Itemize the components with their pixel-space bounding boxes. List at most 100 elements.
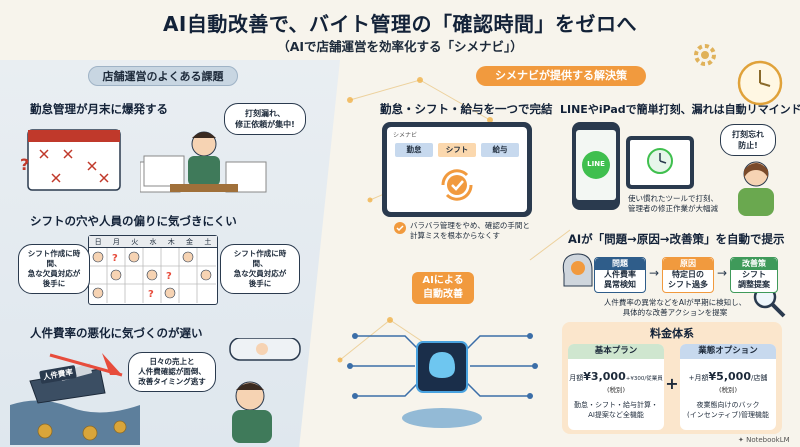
caption-text: 計算ミスを根本からなくす	[410, 231, 500, 240]
solution3-heading: AIが「問題→原因→改善策」を自動で提示	[568, 232, 785, 246]
solution1-caption: バラバラ管理をやめ、確認の手間と 計算ミスを根本からなくす	[410, 221, 530, 241]
svg-text:?: ?	[112, 253, 118, 264]
ai-head-icon	[562, 253, 593, 287]
step-line: 特定日の	[672, 270, 704, 279]
solution2-heading: LINEやiPadで簡単打刻、漏れは自動リマインド	[560, 103, 800, 116]
svg-text:?: ?	[166, 271, 172, 282]
step-line: 異常検知	[604, 280, 636, 289]
desc-text: 勤怠・シフト・給与計算・	[574, 401, 658, 409]
basic-price-main: ¥3,000	[583, 370, 626, 383]
watermark: ✦ NotebookLM	[738, 436, 790, 444]
problem2-right-bubble: シフト作成に時間、 急な欠員対応が 後手に	[220, 244, 300, 294]
step-cause: 原因 特定日の シフト過多	[662, 257, 714, 293]
arrow-icon: →	[649, 266, 660, 280]
svg-text:?: ?	[20, 155, 29, 174]
calendar-day: 日	[94, 238, 102, 246]
option-plan-card: 業態オプション +月額¥5,000/店舗 (税別) 夜業態向けのバック (インセ…	[680, 344, 776, 430]
tablet-screen: シメナビ 勤怠 シフト 給与	[387, 127, 527, 212]
option-desc: 夜業態向けのバック (インセンティブ)管理機能	[680, 400, 776, 420]
basic-desc: 勤怠・シフト・給与計算・ AI提案など全機能	[568, 400, 664, 420]
bubble-text: 打刻忘れ	[732, 130, 764, 139]
bubble-text: シフト作成に時間、	[233, 249, 287, 268]
step-line: シフト	[742, 270, 766, 279]
desc-text: 夜業態向けのバック	[696, 401, 760, 409]
caption-text: 使い慣れたツールで打刻、	[628, 194, 718, 203]
stressed-worker-icon	[140, 131, 267, 193]
page-subtitle: （AIで店舗運営を効率化する「シメナビ」）	[277, 39, 523, 54]
tab-kyuyo[interactable]: 給与	[481, 143, 519, 157]
svg-text:?: ?	[148, 289, 154, 300]
calendar-day: 火	[131, 238, 139, 246]
step-head: 問題	[595, 258, 645, 270]
watermark-icon: ✦	[738, 436, 747, 444]
desc-text: (インセンティブ)管理機能	[686, 411, 770, 419]
solution3-caption: 人件費率の異常などをAIが早期に検知し、 具体的な改善アクションを提案	[580, 298, 770, 318]
option-price-prefix: +月額	[688, 374, 709, 382]
basic-price-row: 月額¥3,000+¥300/従業員	[568, 365, 664, 384]
step-improvement: 改善策 シフト 調整提案	[730, 257, 778, 293]
option-price-row: +月額¥5,000/店舗	[680, 365, 776, 384]
problem3-speech-bubble: 日々の売上と 人件費確認が面倒、 改善タイミング逃す	[128, 352, 216, 392]
step-line: 人件費率	[604, 270, 636, 279]
smartphone-line-icon	[572, 122, 620, 210]
desc-text: AI提案など全機能	[588, 411, 644, 419]
option-price-sub: /店舗	[750, 374, 768, 382]
tab-shift[interactable]: シフト	[438, 143, 476, 157]
bubble-text: 急な欠員対応が	[233, 269, 287, 278]
bubble-text: 防止!	[738, 141, 758, 150]
caption-text: 具体的な改善アクションを提案	[622, 308, 728, 317]
bubble-text: 人件費確認が面倒、	[138, 367, 206, 376]
check-circle-icon	[441, 169, 473, 201]
calendar-icon: ?	[20, 129, 121, 191]
shift-calendar: 日 月 火 水 木 金 土 ???	[88, 235, 218, 305]
step-line: 調整提案	[738, 280, 770, 289]
problem1-speech-bubble: 打刻漏れ、 修正依頼が集中!	[224, 103, 306, 135]
solution2-caption: 使い慣れたツールで打刻、 管理者の修正作業が大幅減	[628, 194, 718, 214]
caption-text: 管理者の修正作業が大幅減	[628, 204, 718, 213]
caption-text: 人件費率の異常などをAIが早期に検知し、	[603, 298, 747, 307]
arrow-icon: →	[717, 266, 728, 280]
basic-price-sub: +¥300/従業員	[625, 376, 663, 382]
tablet-mockup: シメナビ 勤怠 シフト 給与	[382, 122, 532, 217]
option-tax: (税別)	[718, 386, 738, 394]
sinking-ship-icon	[10, 353, 140, 445]
solution1-heading: 勤怠・シフト・給与を一つで完結	[380, 102, 553, 116]
basic-plan-name: 基本プラン	[568, 344, 664, 359]
basic-tax: (税別)	[606, 386, 626, 394]
calendar-day: 月	[112, 238, 120, 246]
ipad-clock-icon	[626, 136, 694, 189]
shift-grid-icon: ???	[89, 248, 216, 303]
step-head: 改善策	[731, 258, 777, 270]
problem2-left-bubble: シフト作成に時間、 急な欠員対応が 後手に	[18, 244, 90, 294]
basic-plan-card: 基本プラン 月額¥3,000+¥300/従業員 (税別) 勤怠・シフト・給与計算…	[568, 344, 664, 430]
plus-sign: +	[665, 374, 679, 393]
page-title: AI自動改善で、バイト管理の「確認時間」をゼロへ	[162, 12, 638, 36]
check-badge-icon	[394, 222, 406, 234]
bubble-text: 改善タイミング逃す	[138, 377, 206, 386]
problem1-heading: 勤怠管理が月末に爆発する	[30, 102, 168, 116]
app-name: シメナビ	[393, 132, 418, 139]
bubble-text: 修正依頼が集中!	[235, 120, 295, 129]
bubble-text: 日々の売上と	[149, 357, 195, 366]
calendar-day: 木	[167, 238, 175, 246]
problems-section-label: 店舗運営のよくある課題	[88, 66, 238, 86]
line-label: LINE	[587, 160, 605, 168]
clock-icon	[737, 60, 783, 106]
solution2-speech-bubble: 打刻忘れ 防止!	[720, 124, 776, 156]
calendar-day: 土	[204, 238, 212, 246]
option-price-main: ¥5,000	[708, 370, 751, 383]
watermark-text: NotebookLM	[746, 436, 790, 444]
basic-price-prefix: 月額	[569, 374, 584, 382]
bubble-text: 後手に	[248, 279, 272, 288]
ai-badge-text: 自動改善	[423, 289, 463, 300]
calendar-day: 水	[149, 238, 157, 246]
option-plan-name: 業態オプション	[680, 344, 776, 359]
ai-brain-chip-icon	[347, 333, 538, 428]
bubble-text: 打刻漏れ、	[244, 109, 286, 118]
problem3-heading: 人件費率の悪化に気づくのが遅い	[30, 326, 203, 340]
pricing-panel: 料金体系 基本プラン 月額¥3,000+¥300/従業員 (税別) 勤怠・シフト…	[562, 322, 782, 434]
problem2-heading: シフトの穴や人員の偏りに気づきにくい	[30, 214, 237, 228]
tab-kintai[interactable]: 勤怠	[395, 143, 433, 157]
calendar-header: 日 月 火 水 木 金 土	[89, 236, 217, 248]
